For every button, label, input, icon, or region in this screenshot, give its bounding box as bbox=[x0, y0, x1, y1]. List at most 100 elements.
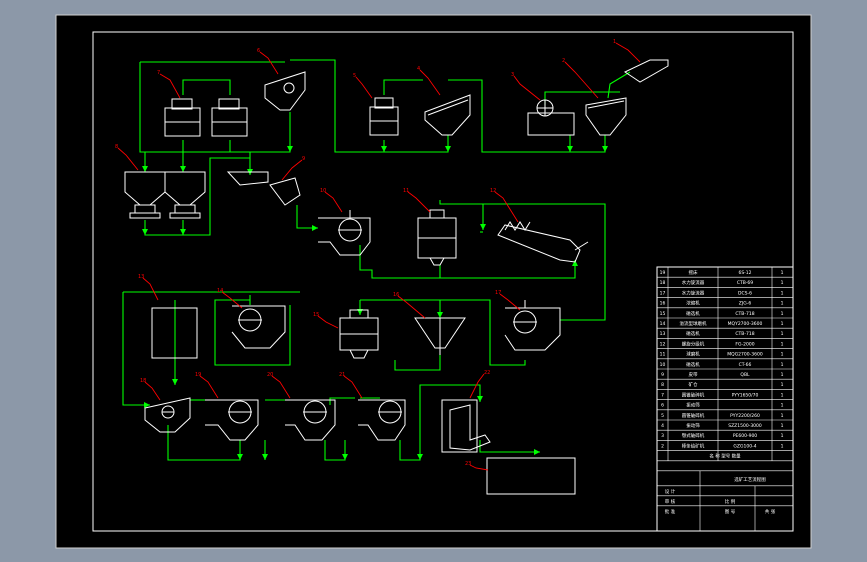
table-row-model: CTB-69 bbox=[737, 280, 753, 286]
callout-13: 13 bbox=[138, 274, 144, 280]
callout-14: 14 bbox=[217, 288, 223, 294]
table-row-name: 磁选机 bbox=[686, 361, 700, 368]
callout-2: 2 bbox=[562, 58, 565, 64]
table-row-name: 球磨机 bbox=[686, 351, 700, 358]
callout-11: 11 bbox=[403, 188, 409, 194]
callout-20: 20 bbox=[267, 372, 273, 378]
title-block-field: 图 号 bbox=[725, 509, 736, 515]
callout-10: 10 bbox=[320, 188, 326, 194]
table-row-model: CTB-718 bbox=[735, 331, 754, 337]
bin-23 bbox=[486, 457, 576, 495]
table-row-number: 5 bbox=[661, 413, 664, 419]
table-row-qty: 1 bbox=[781, 392, 784, 398]
callout-19: 19 bbox=[195, 372, 201, 378]
callout-17: 17 bbox=[495, 290, 501, 296]
table-row-number: 12 bbox=[660, 341, 666, 347]
table-row-name: 浓缩机 bbox=[686, 300, 700, 307]
callout-6: 6 bbox=[257, 48, 260, 54]
belt-9 bbox=[226, 171, 269, 186]
tank-17 bbox=[151, 307, 198, 359]
table-row-model: PYY2200/260 bbox=[730, 413, 760, 419]
table-row-number: 8 bbox=[661, 382, 664, 388]
table-row-number: 6 bbox=[661, 403, 664, 409]
table-row-model: QBL bbox=[740, 372, 750, 378]
callout-23: 23 bbox=[465, 461, 471, 467]
table-header: 名 称 型号 数量 bbox=[709, 453, 741, 460]
table-row-number: 18 bbox=[660, 280, 666, 286]
table-row-name: 磁选机 bbox=[686, 310, 700, 317]
table-22 bbox=[441, 399, 478, 453]
table-row-name: 水力旋流器 bbox=[682, 289, 705, 296]
title-block-label: 设 计 bbox=[665, 488, 676, 495]
table-row-qty: 1 bbox=[781, 280, 784, 286]
callout-leaders bbox=[117, 42, 641, 471]
table-row-model: DCS-6 bbox=[738, 290, 752, 296]
table-row-name: 圆锥破碎机 bbox=[682, 391, 705, 398]
table-row-number: 9 bbox=[661, 372, 664, 378]
table-row-qty: 1 bbox=[781, 290, 784, 296]
table-row-qty: 1 bbox=[781, 372, 784, 378]
screen-18 bbox=[144, 397, 191, 433]
title-block-extra: 共 张 bbox=[765, 508, 776, 515]
table-row-name: 水力旋流器 bbox=[682, 279, 705, 286]
table-row-model: CTB-718 bbox=[735, 311, 754, 317]
table-row-number: 19 bbox=[660, 270, 666, 276]
title-block-label: 审 核 bbox=[665, 498, 676, 505]
table-row-qty: 1 bbox=[781, 331, 784, 337]
table-row-number: 17 bbox=[660, 290, 666, 296]
table-row-name: 颚式破碎机 bbox=[682, 432, 705, 439]
callout-7: 7 bbox=[157, 70, 160, 76]
table-row-model: CT-66 bbox=[739, 362, 752, 368]
table-row-model: GZG100-4 bbox=[733, 443, 756, 449]
table-row-name: 螺旋分级机 bbox=[682, 340, 705, 347]
table-row-qty: 1 bbox=[781, 321, 784, 327]
title-block-field: 比 例 bbox=[725, 498, 736, 505]
table-row-name: 皮带 bbox=[689, 371, 698, 378]
drawing-sheet bbox=[55, 14, 812, 549]
table-row-qty: 1 bbox=[781, 413, 784, 419]
table-row-model: MQY2700-3600 bbox=[728, 321, 763, 327]
table-row-qty: 1 bbox=[781, 423, 784, 429]
table-row-model: PE600-900 bbox=[733, 433, 757, 439]
feeder-1 bbox=[623, 59, 669, 83]
table-row-number: 3 bbox=[661, 433, 664, 439]
table-row-number: 13 bbox=[660, 331, 666, 337]
table-row-qty: 1 bbox=[781, 403, 784, 409]
drawing-title: 选矿工艺流程图 bbox=[734, 476, 766, 483]
callout-15: 15 bbox=[313, 312, 319, 318]
callout-16: 16 bbox=[393, 292, 399, 298]
table-row-model: SZZ1500-3000 bbox=[728, 423, 762, 429]
callout-1: 1 bbox=[613, 39, 616, 45]
classifier-12 bbox=[497, 224, 581, 263]
table-row-name: 溢流型球磨机 bbox=[680, 320, 707, 327]
screen-6 bbox=[264, 71, 306, 111]
table-row-name: 棒条给矿机 bbox=[682, 442, 705, 449]
table-row-model: ZJG-6 bbox=[739, 301, 752, 307]
thickener-15 bbox=[414, 317, 466, 349]
callout-4: 4 bbox=[417, 66, 420, 72]
table-row-model: MQG2700-3600 bbox=[727, 352, 763, 358]
table-row-name: 振动筛 bbox=[686, 402, 700, 409]
table-row-number: 16 bbox=[660, 301, 666, 307]
table-row-number: 14 bbox=[660, 321, 666, 327]
screen-2 bbox=[585, 97, 627, 136]
callout-numbers: 1 2 3 4 5 6 7 8 9 10 11 12 13 14 15 16 1… bbox=[115, 39, 616, 467]
equipment bbox=[124, 59, 669, 495]
table-row-number: 11 bbox=[660, 352, 666, 358]
table-row-number: 2 bbox=[661, 443, 664, 449]
table-row-qty: 1 bbox=[781, 443, 784, 449]
callout-5: 5 bbox=[353, 73, 356, 79]
table-row-number: 15 bbox=[660, 311, 666, 317]
table-row-number: 7 bbox=[661, 392, 664, 398]
flow-lines bbox=[122, 59, 631, 461]
screen-4 bbox=[424, 94, 471, 136]
table-row-name: 圆锥破碎机 bbox=[682, 412, 705, 419]
table-row-qty: 1 bbox=[781, 341, 784, 347]
table-row-model: PYY1650/70 bbox=[732, 392, 759, 398]
table-row-qty: 1 bbox=[781, 301, 784, 307]
table-row-qty: 1 bbox=[781, 352, 784, 358]
table-row-qty: 1 bbox=[781, 433, 784, 439]
callout-3: 3 bbox=[511, 72, 514, 78]
table-row-model: 6S-12 bbox=[738, 270, 751, 276]
